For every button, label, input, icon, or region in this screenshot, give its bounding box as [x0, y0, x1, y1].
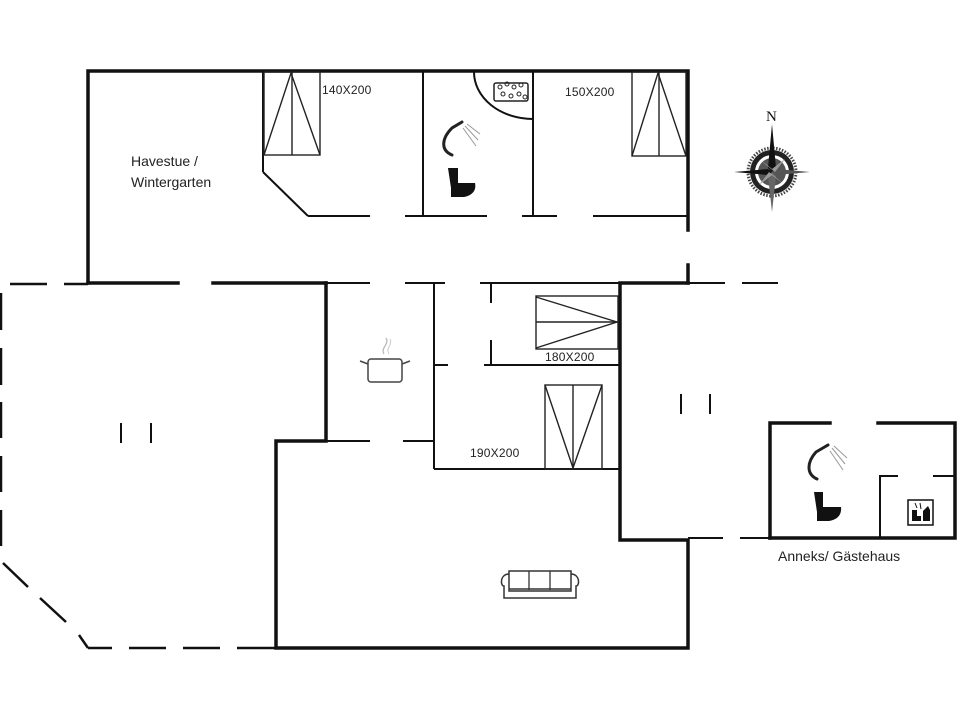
bed-140x200	[263, 70, 321, 156]
terrace-outline	[0, 282, 711, 650]
bed-size-label: 150X200	[565, 85, 615, 99]
room-label-annex: Anneks/ Gästehaus	[778, 548, 901, 564]
room-label-line1: Havestue /	[131, 153, 198, 169]
bed-150x200	[631, 70, 687, 157]
walls	[86, 69, 957, 650]
bed-size-label: 180X200	[545, 350, 595, 364]
cooking-pot-icon	[359, 337, 411, 383]
compass-rose-icon	[734, 124, 810, 212]
bed-180x200	[535, 295, 620, 350]
shower-icon	[442, 120, 481, 157]
compass-north-label: N	[766, 109, 777, 125]
whirlpool-icon	[493, 81, 529, 102]
bed-190x200	[544, 384, 603, 471]
room-label-winter-garden: Havestue / Wintergarten	[131, 151, 211, 193]
sofa-icon	[500, 570, 580, 599]
interior-walls	[262, 71, 955, 539]
sauna-icon	[907, 499, 934, 526]
annex-toilet-icon	[814, 492, 842, 521]
toilet-icon	[448, 168, 476, 197]
room-label-line2: Wintergarten	[131, 174, 212, 190]
annex-shower-icon	[807, 443, 848, 481]
bed-size-label: 140X200	[322, 83, 372, 97]
bed-size-label: 190X200	[470, 446, 520, 460]
